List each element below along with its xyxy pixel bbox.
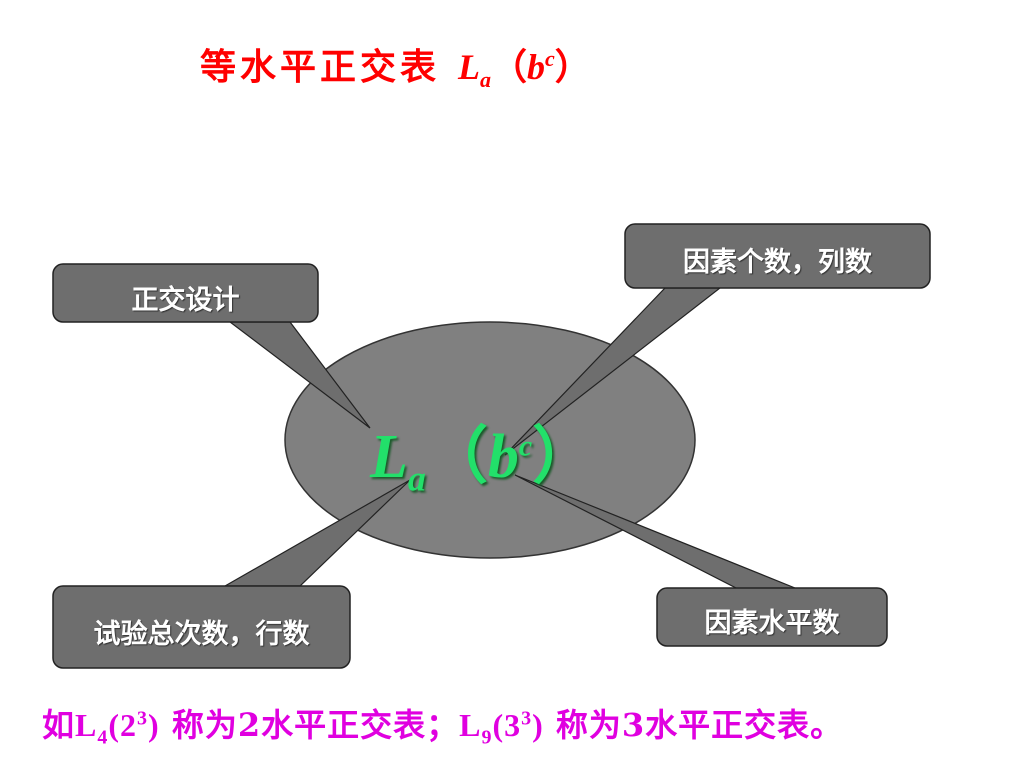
center-a: a (407, 458, 426, 499)
callout-label-factor-levels: 因素水平数 (704, 608, 840, 639)
center-b: b (487, 423, 519, 491)
footer-example-1: L4(23) (75, 707, 160, 748)
callout-box-factor-count (624, 223, 931, 289)
footer-ex1-close: ) (148, 707, 160, 743)
footer-ex2-desc: 称为3水平正交表。 (543, 706, 844, 744)
page-title: 等水平正交表 La（bc） (200, 38, 591, 93)
footer-ex1-sup: 3 (137, 707, 149, 730)
title-c: c (545, 46, 555, 71)
footer-ex2-L: L (459, 707, 482, 743)
callout-box-factor-levels (656, 587, 888, 647)
footer-examples: 如L4(23) 称为2水平正交表；L9(33) 称为3水平正交表。 (42, 700, 843, 749)
title-L: L (458, 47, 481, 87)
footer-ex2-sup: 3 (521, 707, 533, 730)
center-c: c (518, 429, 533, 463)
center-paren-open: （ (425, 423, 488, 491)
center-L: L (370, 423, 408, 491)
footer-ex2-close: ) (532, 707, 544, 743)
center-paren-close: ） (532, 423, 595, 491)
callout-box-total-trials (52, 585, 351, 669)
footer-ex1-L: L (75, 707, 98, 743)
callout-label-total-trials: 试验总次数，行数 (93, 619, 310, 650)
title-symbol: La（bc） (458, 46, 591, 92)
footer-prefix: 如 (42, 706, 76, 744)
title-paren-open: （ (491, 47, 528, 87)
title-chinese: 等水平正交表 (200, 46, 441, 88)
footer-ex1-desc: 称为2水平正交表； (159, 706, 460, 744)
callout-label-orthogonal-design: 正交设计 (131, 285, 240, 316)
footer-ex2-base: (3 (492, 707, 522, 743)
center-formula: La（bc） (370, 405, 594, 499)
footer-example-2: L9(33) (459, 707, 544, 748)
title-b: b (527, 47, 546, 87)
footer-ex1-sub: 4 (97, 726, 109, 749)
footer-ex2-sub: 9 (481, 726, 493, 749)
footer-ex1-base: (2 (108, 707, 138, 743)
callout-box-orthogonal-design (52, 263, 319, 323)
title-paren-close: ） (554, 47, 591, 87)
title-a: a (480, 67, 492, 93)
callout-label-factor-count: 因素个数，列数 (683, 247, 872, 278)
